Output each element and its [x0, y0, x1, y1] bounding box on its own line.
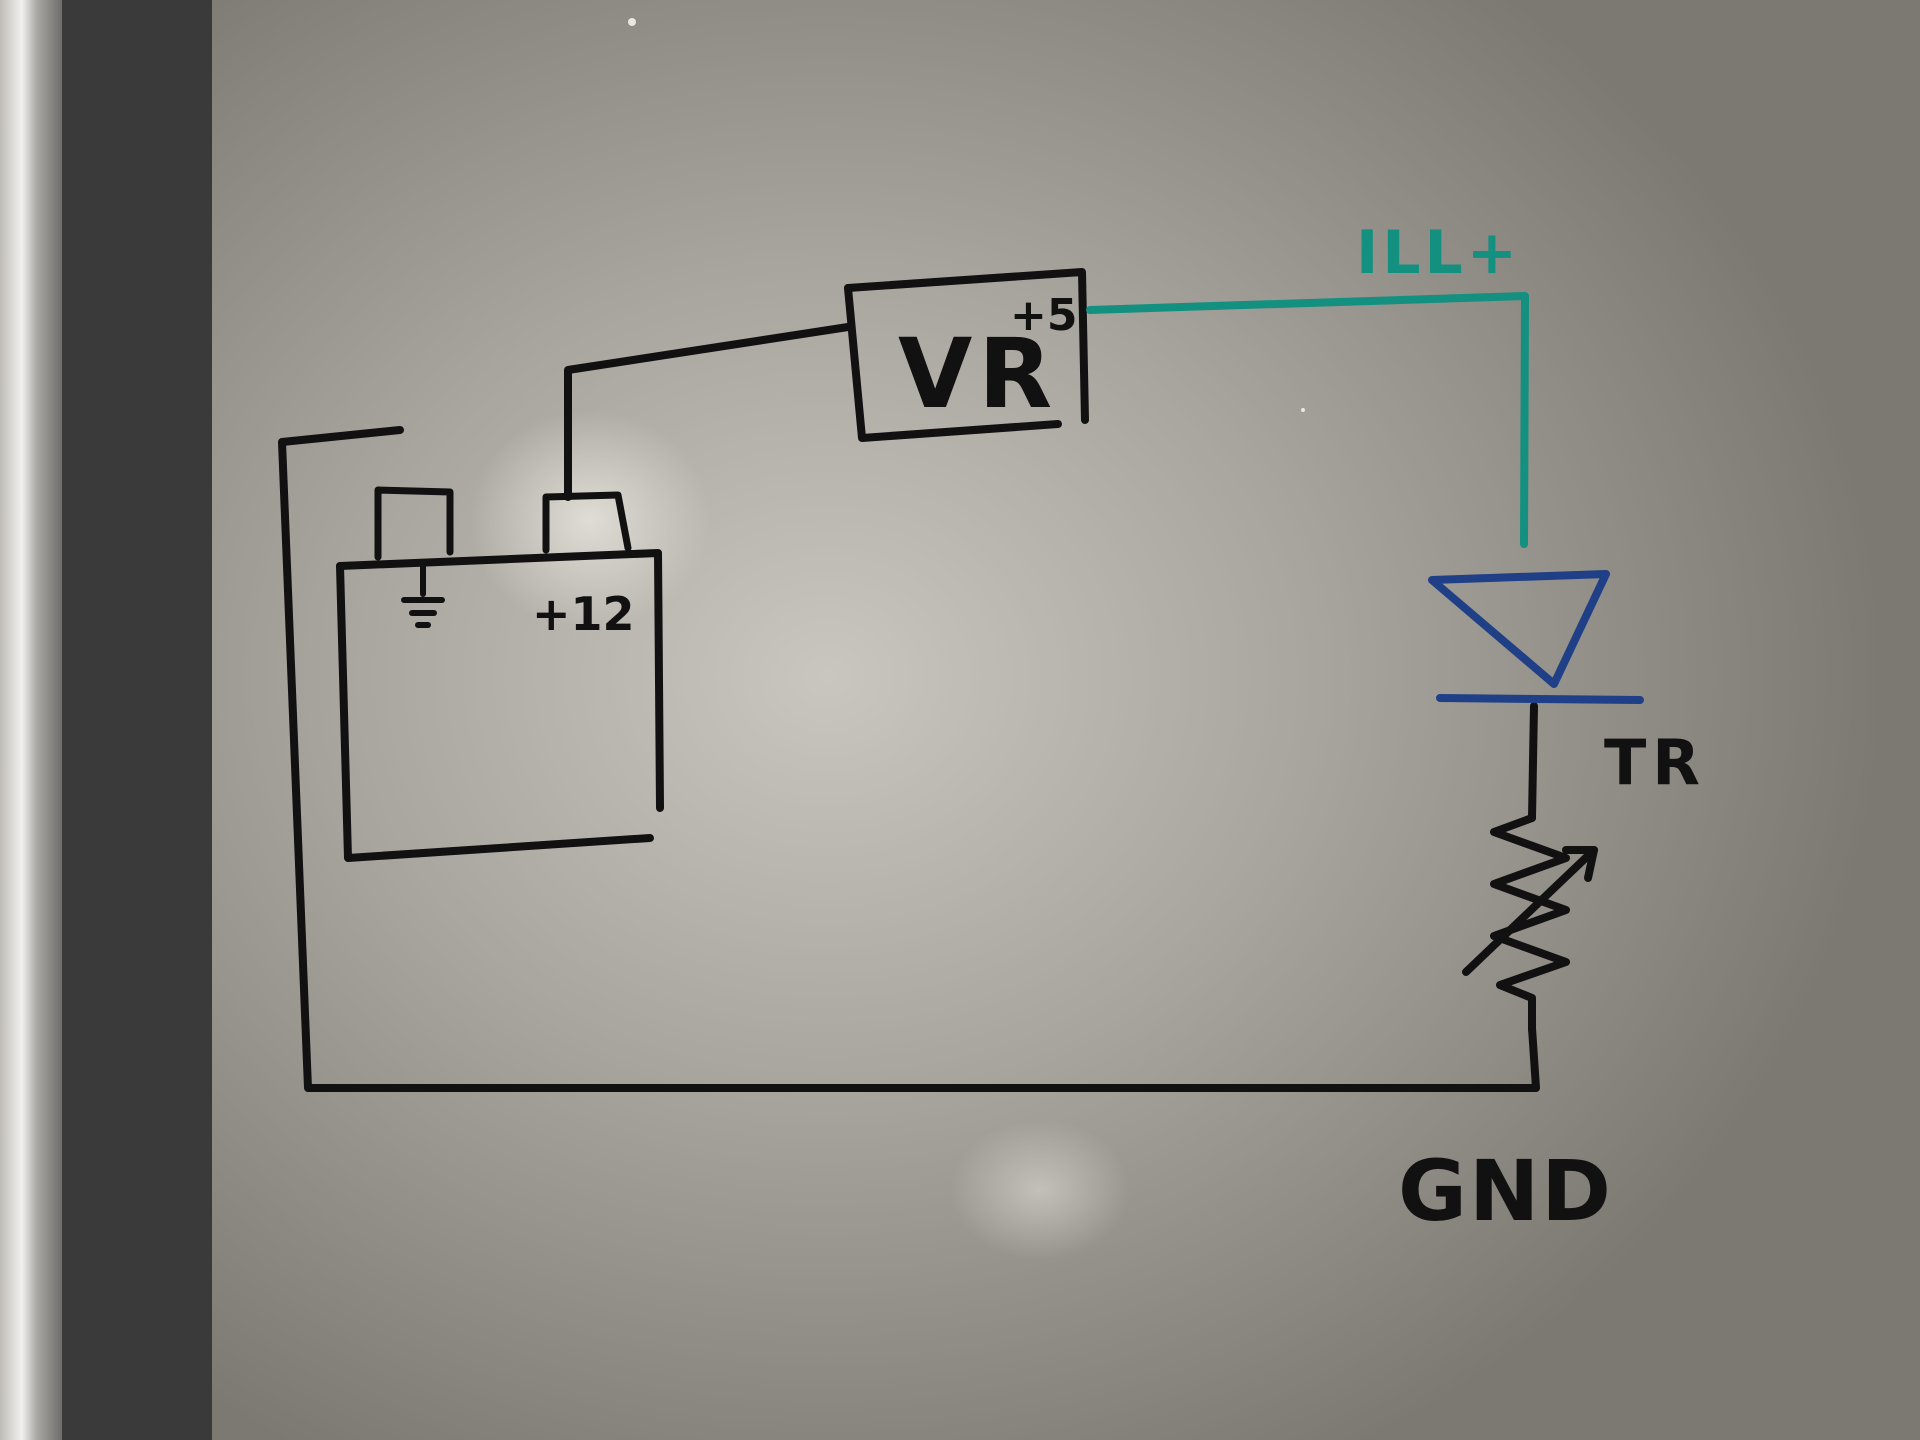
ground-symbol-icon [401, 562, 445, 628]
light-reflection-lower [950, 1120, 1130, 1260]
positive-terminal [542, 491, 632, 554]
battery-positive-label: +12 [532, 587, 635, 641]
ground-label: GND [1398, 1142, 1613, 1240]
ill-wire [1086, 292, 1529, 548]
regulator-label: VR [898, 318, 1058, 430]
aluminum-frame-rail [0, 0, 62, 1440]
negative-terminal [374, 486, 454, 561]
board-edge-shadow [62, 0, 212, 1440]
voltage-regulator [844, 268, 1089, 442]
ground-wire [278, 426, 1540, 1092]
supply-wire [564, 323, 852, 501]
thermistor-label: TR [1604, 726, 1706, 799]
battery-body [336, 549, 664, 862]
diode-to-thermistor-wire [1528, 702, 1538, 822]
ill-label: ILL+ [1356, 218, 1521, 288]
thermistor-icon [1462, 814, 1598, 1034]
regulator-output-label: +5 [1010, 290, 1077, 341]
diode-icon [1428, 570, 1644, 704]
board-specks [628, 18, 1305, 412]
wiring-black [278, 323, 1540, 1092]
light-reflection [470, 410, 710, 630]
